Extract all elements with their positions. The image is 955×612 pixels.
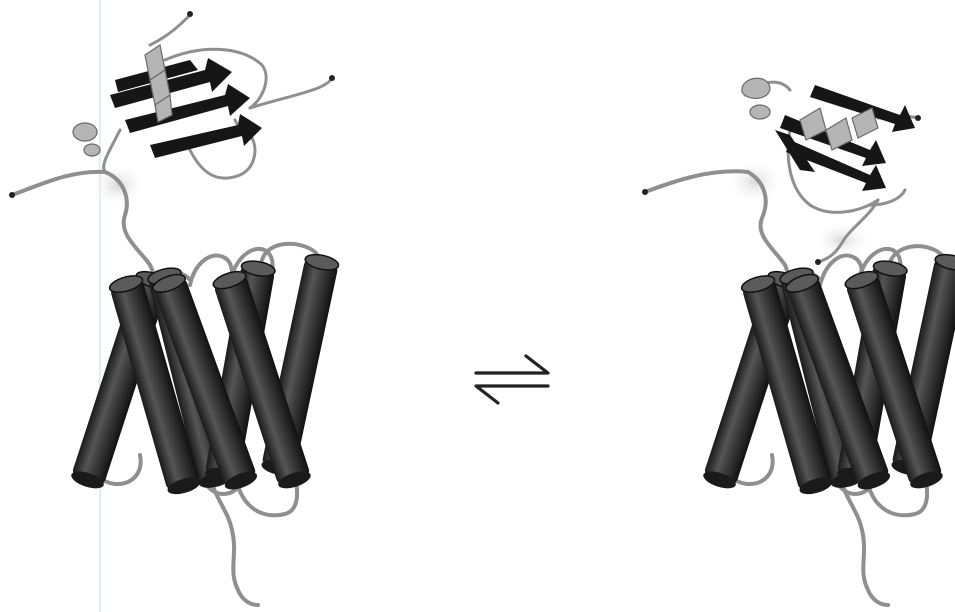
right-head-domain <box>642 78 921 265</box>
left-transmembrane-helices <box>69 252 340 497</box>
left-protein-structure <box>9 0 340 612</box>
left-head-domain <box>9 11 335 198</box>
right-transmembrane-helices <box>701 252 955 497</box>
reversible-equilibrium-arrows <box>476 356 548 403</box>
right-protein-structure <box>642 78 955 605</box>
